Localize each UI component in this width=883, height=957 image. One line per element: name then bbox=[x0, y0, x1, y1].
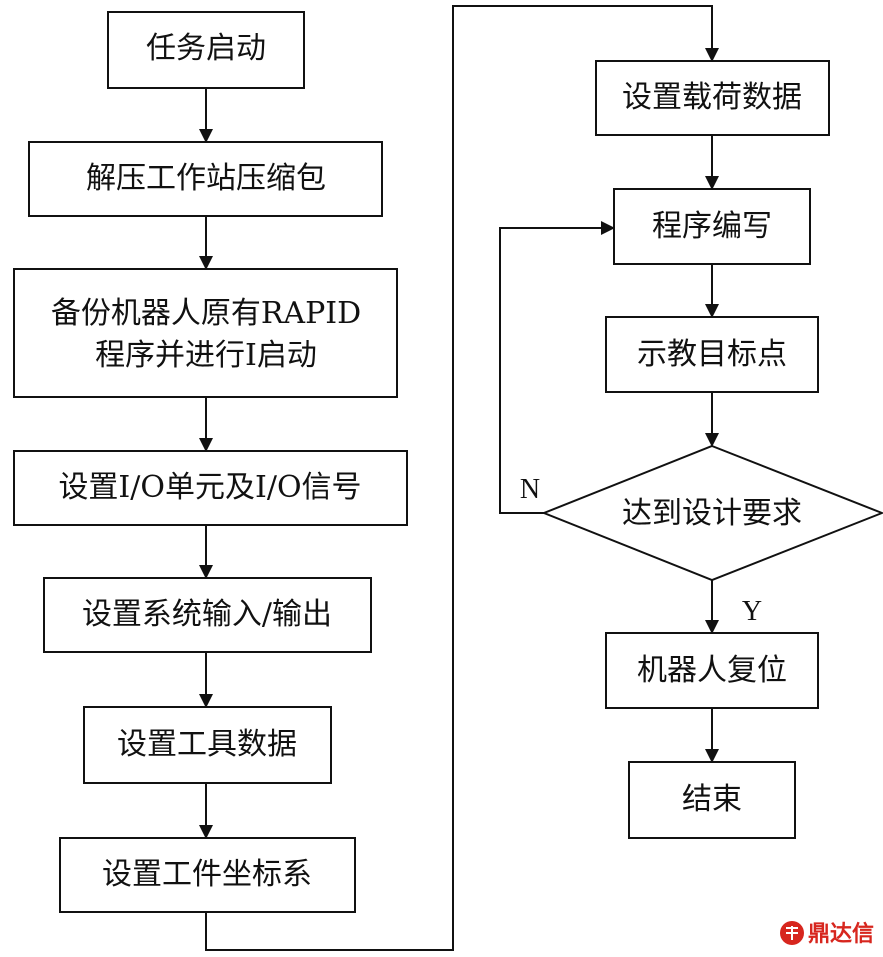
node-programming: 程序编写 bbox=[613, 188, 811, 265]
node-workobj-label: 设置工件坐标系 bbox=[102, 857, 312, 892]
node-load-data-label: 设置载荷数据 bbox=[622, 80, 802, 115]
node-tool-data-label: 设置工具数据 bbox=[117, 727, 297, 762]
watermark-text: 鼎达信 bbox=[808, 921, 874, 947]
node-teach-points: 示教目标点 bbox=[605, 316, 819, 393]
node-io-setup: 设置I/O单元及I/O信号 bbox=[13, 450, 408, 526]
node-load-data: 设置载荷数据 bbox=[595, 60, 830, 136]
node-robot-reset-label: 机器人复位 bbox=[637, 653, 787, 688]
node-task-start: 任务启动 bbox=[107, 11, 305, 89]
edges bbox=[199, 5, 719, 951]
node-tool-data: 设置工具数据 bbox=[83, 706, 332, 784]
node-backup: 备份机器人原有RAPID 程序并进行I启动 bbox=[13, 268, 398, 398]
branch-label-no: N bbox=[520, 474, 540, 505]
node-end-label: 结束 bbox=[682, 782, 742, 817]
edge-decision-no-loop bbox=[499, 221, 615, 514]
node-end: 结束 bbox=[628, 761, 796, 839]
node-programming-label: 程序编写 bbox=[652, 209, 772, 244]
node-teach-points-label: 示教目标点 bbox=[637, 337, 787, 372]
node-sys-io-label: 设置系统输入/输出 bbox=[82, 597, 332, 632]
edge-workobj-to-load bbox=[205, 5, 719, 951]
node-io-setup-label: 设置I/O单元及I/O信号 bbox=[58, 470, 361, 505]
node-backup-label-line1: 备份机器人原有RAPID bbox=[51, 296, 361, 331]
branch-label-yes: Y bbox=[742, 596, 762, 627]
node-decision-label: 达到设计要求 bbox=[622, 496, 802, 531]
node-backup-label-line2: 程序并进行I启动 bbox=[95, 338, 317, 373]
watermark: 鼎达信 bbox=[780, 921, 874, 947]
node-unzip: 解压工作站压缩包 bbox=[28, 141, 383, 217]
node-task-start-label: 任务启动 bbox=[146, 31, 266, 66]
node-workobj: 设置工件坐标系 bbox=[59, 837, 356, 913]
node-sys-io: 设置系统输入/输出 bbox=[43, 577, 372, 653]
node-decision: 达到设计要求 bbox=[541, 444, 883, 582]
node-unzip-label: 解压工作站压缩包 bbox=[86, 161, 326, 196]
node-robot-reset: 机器人复位 bbox=[605, 632, 819, 709]
